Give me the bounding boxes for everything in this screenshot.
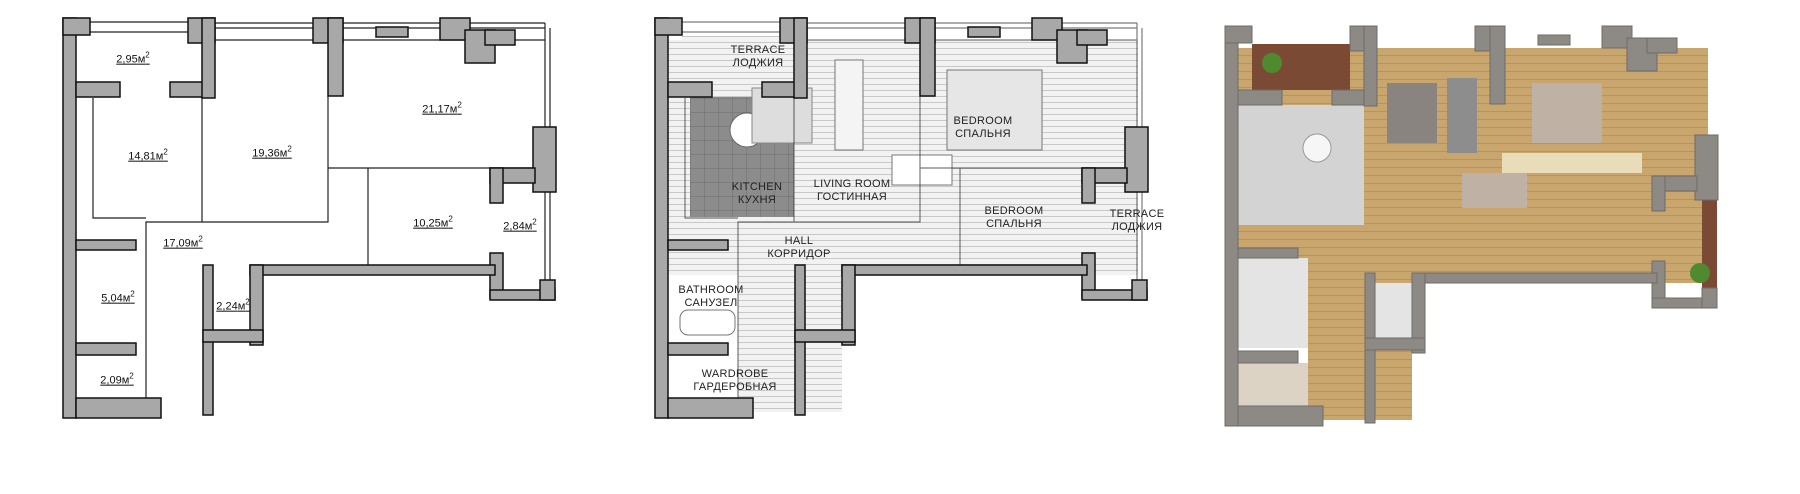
- bathtub: [679, 309, 736, 336]
- area-label: 5,04м2: [101, 289, 135, 305]
- bed: [1532, 83, 1602, 143]
- area-plan: [62, 17, 557, 419]
- area-label: 2,09м2: [100, 371, 134, 387]
- area-label: 19,36м2: [252, 144, 292, 160]
- rendered-plan: [1224, 25, 1719, 427]
- bed: [946, 69, 1043, 151]
- sofa: [834, 59, 864, 151]
- area-label: 17,09м2: [163, 234, 203, 250]
- area-label: 14,81м2: [128, 147, 168, 163]
- bed-2: [1462, 173, 1527, 208]
- area-label: 21,17м2: [422, 100, 462, 116]
- furnished-plan: [654, 17, 1149, 419]
- sofa: [1447, 78, 1477, 153]
- area-label: 2,84м2: [503, 217, 537, 233]
- plant: [1262, 53, 1282, 73]
- area-label: 2,24м2: [216, 297, 250, 313]
- bathroom-floor: [1238, 258, 1308, 348]
- rug: [1387, 83, 1437, 143]
- area-label: 10,25м2: [413, 214, 453, 230]
- kitchen-floor: [1238, 105, 1364, 225]
- bed-2: [891, 154, 953, 186]
- plant: [1690, 263, 1710, 283]
- area-label: 2,95м2: [116, 50, 150, 66]
